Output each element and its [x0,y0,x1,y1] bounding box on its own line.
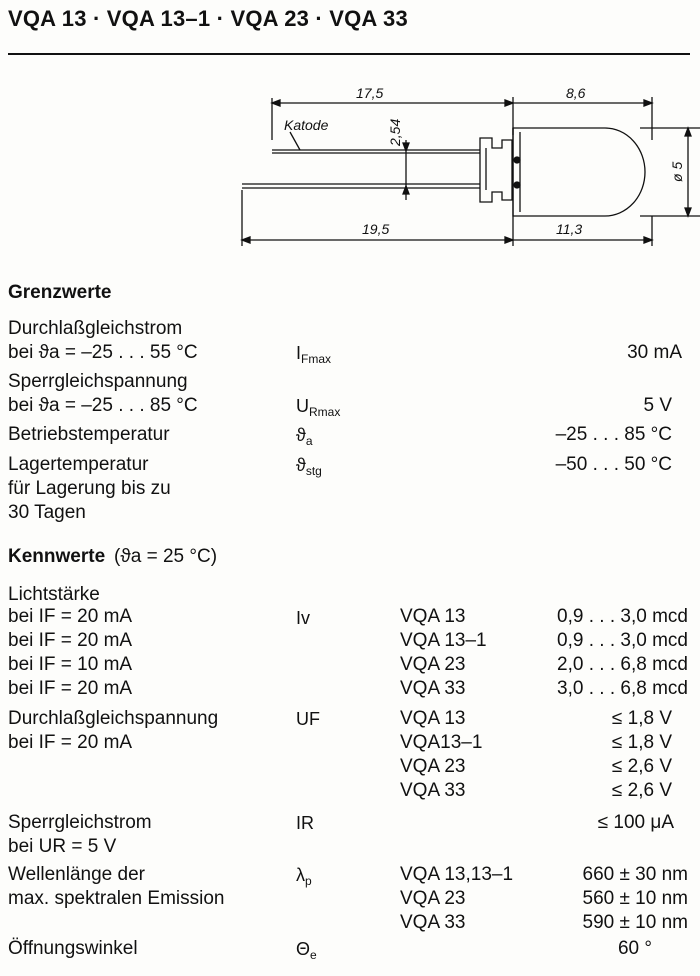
dim-pitch: 2,54 [387,119,403,147]
durchlass-value: ≤ 1,8 V [611,708,672,729]
dim-bottom-left: 19,5 [362,221,389,237]
wellen-symbol: λp [296,865,312,888]
grenz-label: für Lagerung bis zu [8,478,171,499]
lichtstaerke-value: 3,0 . . . 6,8 mcd [557,678,688,699]
lichtstaerke-type: VQA 23 [400,654,466,675]
dim-bottom-right: 11,3 [556,221,582,237]
lichtstaerke-type: VQA 13–1 [400,630,487,651]
grenz-label: Lagertemperatur [8,454,149,475]
wellen-value: 590 ± 10 nm [582,912,689,933]
sperr-condition: bei UR = 5 V [8,836,117,857]
page-title: VQA 13 · VQA 13–1 · VQA 23 · VQA 33 [8,6,408,31]
lichtstaerke-symbol: Iv [296,608,311,628]
sperr-symbol: IR [296,813,314,833]
grenz-symbol: ϑa [296,425,313,448]
sperr-label: Sperrgleichstrom [8,812,152,833]
durchlass-symbol: UF [296,709,320,729]
grenz-value: –50 . . . 50 °C [555,454,672,475]
grenz-label: Durchlaßgleichstrom [8,318,183,339]
durchlass-type: VQA 33 [400,780,466,801]
grenz-value: 30 mA [627,342,682,363]
led-dimension-drawing: 17,5 8,6 Katode 2,54 ø 5 19,5 11,3 [240,85,700,246]
durchlass-type: VQA 13 [400,708,466,729]
title-rule [8,53,690,55]
grenz-label: Betriebstemperatur [8,424,170,445]
grenz-symbol: IFmax [296,343,332,366]
lichtstaerke-condition: bei IF = 20 mA [8,630,133,651]
durchlass-type: VQA13–1 [400,732,483,753]
winkel-label: Öffnungswinkel [8,938,138,959]
grenz-symbol: ϑstg [296,455,322,478]
lichtstaerke-condition: bei IF = 20 mA [8,678,133,699]
grenz-label: Sperrgleichspannung [8,371,188,392]
wellen-value: 560 ± 10 nm [582,888,689,909]
durchlass-value: ≤ 2,6 V [611,780,672,801]
durchlass-label: Durchlaßgleichspannung [8,708,219,729]
lichtstaerke-value: 0,9 . . . 3,0 mcd [557,606,688,627]
wellen-value: 660 ± 30 nm [582,864,689,885]
wellen-type: VQA 13,13–1 [400,864,514,885]
durchlass-value: ≤ 1,8 V [611,732,672,753]
dim-top-right: 8,6 [566,85,586,101]
wellen-label: max. spektralen Emission [8,888,225,909]
grenz-symbol: URmax [296,396,341,419]
dim-top-left: 17,5 [356,85,383,101]
lichtstaerke-type: VQA 33 [400,678,466,699]
lichtstaerke-value: 2,0 . . . 6,8 mcd [557,654,688,675]
grenz-value: 5 V [643,395,672,416]
lichtstaerke-type: VQA 13 [400,606,466,627]
durchlass-value: ≤ 2,6 V [611,756,672,777]
lichtstaerke-condition: bei IF = 20 mA [8,606,133,627]
winkel-symbol: Θe [296,939,317,962]
wellen-type: VQA 23 [400,888,466,909]
durchlass-condition: bei IF = 20 mA [8,732,133,753]
dim-diameter: ø 5 [669,162,685,182]
winkel-value: 60 ° [617,938,652,959]
kennwerte-heading: Kennwerte (ϑa = 25 °C) [8,546,218,567]
grenzwerte-heading: Grenzwerte [8,282,112,303]
wellen-label: Wellenlänge der [8,864,145,885]
grenz-condition: bei ϑa = –25 . . . 85 °C [8,395,198,416]
wellen-type: VQA 33 [400,912,466,933]
grenz-label: 30 Tagen [8,502,86,523]
lichtstaerke-label: Lichtstärke [8,584,100,605]
sperr-value: ≤ 100 μA [597,812,674,833]
grenz-condition: bei ϑa = –25 . . . 55 °C [8,342,198,363]
lichtstaerke-condition: bei IF = 10 mA [8,654,133,675]
lichtstaerke-value: 0,9 . . . 3,0 mcd [557,630,688,651]
durchlass-type: VQA 23 [400,756,466,777]
grenz-value: –25 . . . 85 °C [555,424,672,445]
label-cathode: Katode [284,117,329,133]
